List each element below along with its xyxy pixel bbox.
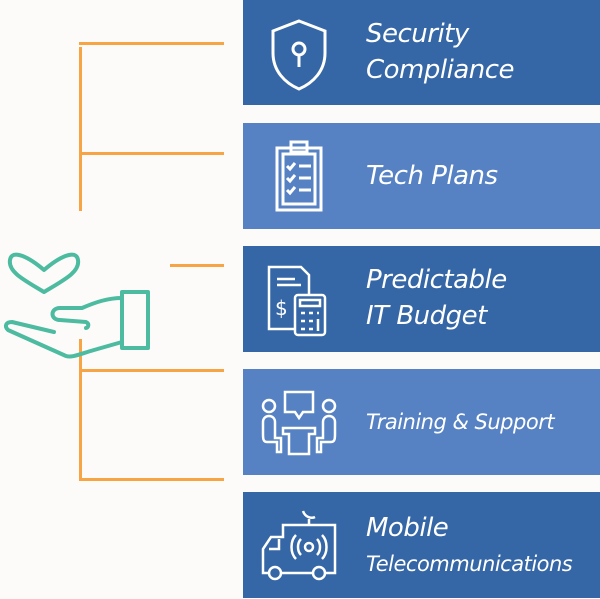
svg-text:$: $ [275,296,288,320]
item-title: IT Budget [366,301,487,331]
invoice-calculator-icon: $ [267,265,327,337]
connector-training [79,369,224,372]
connector-vertical-bottom [79,339,82,481]
item-title: Compliance [366,55,515,85]
hand-heart-icon [3,252,150,359]
item-title: Telecommunications [366,552,573,576]
meeting-icon [261,390,337,456]
item-title: Training & Support [366,410,555,434]
broadcast-truck-icon [261,510,337,581]
item-title: Tech Plans [366,161,498,191]
connector-budget [170,264,224,267]
clipboard-checklist-icon [275,140,323,212]
connector-security [79,42,224,45]
item-predictable-it-budget: $ Predictable IT Budget [243,246,600,352]
item-title: Mobile [366,513,449,543]
connector-vertical-top [79,47,82,211]
connector-tech-plans [79,152,224,155]
shield-lock-icon [271,19,327,91]
item-title: Predictable [366,265,507,295]
item-tech-plans: Tech Plans [243,123,600,229]
connector-mobile [79,478,224,481]
item-training-support: Training & Support [243,369,600,475]
item-title: Security [366,19,469,49]
